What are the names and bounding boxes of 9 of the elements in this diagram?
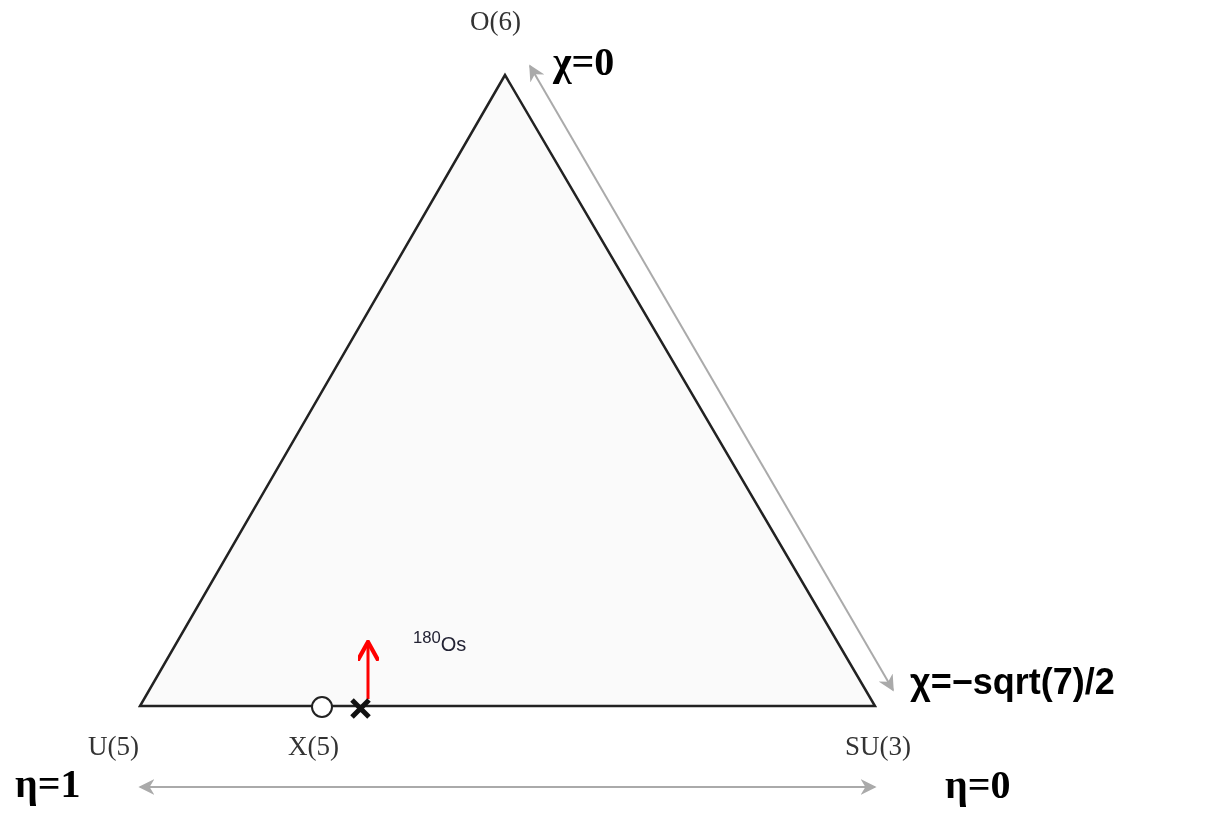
- parameter-label: η=0: [945, 765, 1011, 805]
- parameter-label: χ=0: [553, 42, 615, 82]
- vertex-label: O(6): [470, 8, 521, 35]
- point-label: X(5): [288, 733, 339, 760]
- vertex-label: U(5): [88, 733, 139, 760]
- parameter-label: η=1: [15, 764, 81, 804]
- parameter-label: χ=−sqrt(7)/2: [910, 664, 1115, 700]
- vertex-label: SU(3): [845, 733, 911, 760]
- nucleus-label: $^{180}$Os: [413, 630, 467, 654]
